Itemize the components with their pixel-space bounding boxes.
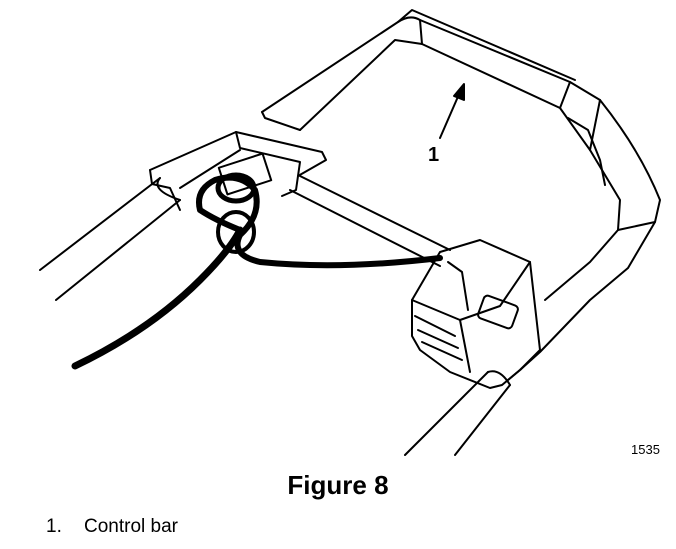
figure-caption: Figure 8 — [287, 470, 389, 500]
callout-number: 1 — [428, 144, 440, 166]
left-handle-tube — [39, 177, 181, 301]
legend-item-label: Control bar — [84, 516, 178, 537]
right-handle-tube — [404, 370, 511, 456]
switch-button-icon — [477, 294, 519, 330]
legend-item: 1. Control bar — [46, 516, 178, 538]
cross-bar — [289, 175, 451, 267]
figure-id: 1535 — [631, 442, 660, 457]
control-cable — [71, 172, 443, 370]
control-bar — [261, 9, 661, 381]
switch-housing — [411, 239, 541, 389]
legend: 1. Control bar — [46, 516, 178, 538]
callout-arrow — [439, 83, 465, 139]
legend-item-number: 1. — [46, 516, 62, 537]
